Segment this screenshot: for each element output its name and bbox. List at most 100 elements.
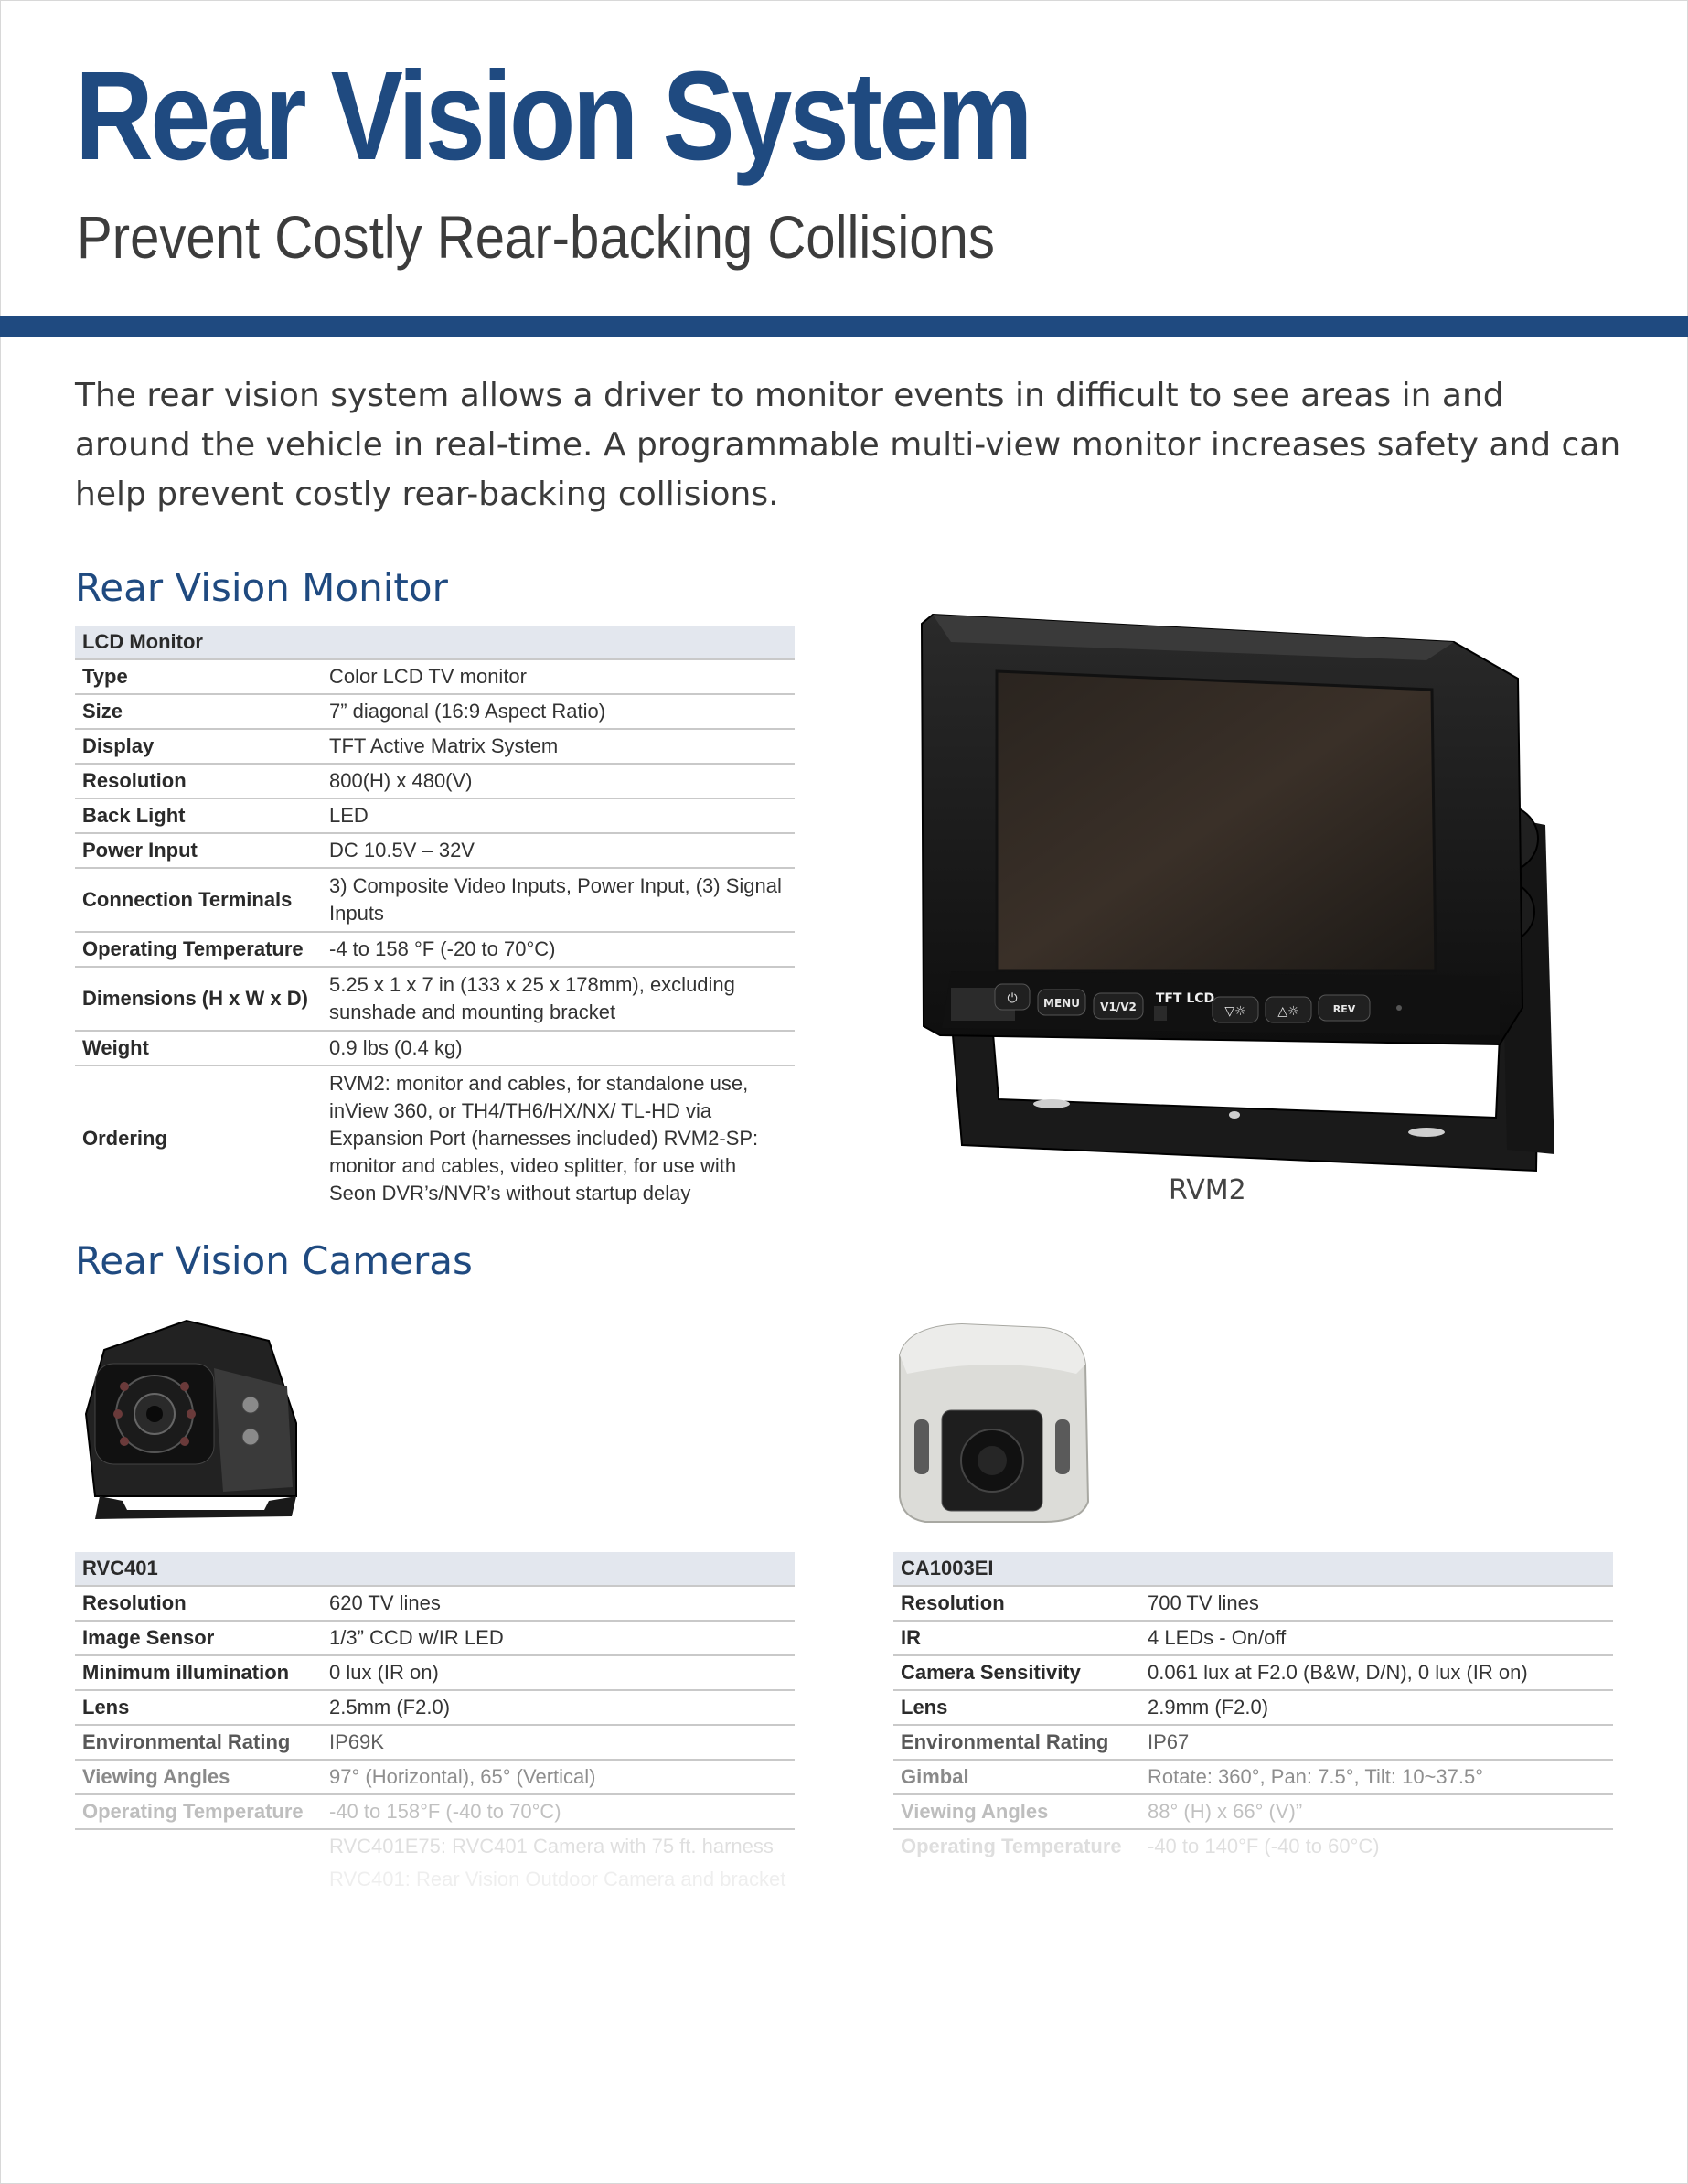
monitor-rev-label: REV — [1333, 1003, 1356, 1015]
spec-value: IP69K — [322, 1725, 796, 1761]
spec-label: Minimum illumination — [75, 1655, 322, 1691]
table-row: Operating Temperature-4 to 158 °F (-20 t… — [75, 932, 795, 968]
spec-label: Lens — [75, 1690, 322, 1726]
spec-value: RVM2: monitor and cables, for standalone… — [329, 1072, 759, 1204]
spec-value: 800(H) x 480(V) — [322, 764, 795, 799]
table-row: Operating Temperature-40 to 158°F (-40 t… — [75, 1794, 796, 1830]
spec-value: -40 to 158°F (-40 to 70°C) — [322, 1794, 796, 1830]
spec-label — [75, 1829, 322, 1863]
spec-label: Connection Terminals — [75, 868, 322, 933]
spec-value: LED — [322, 798, 795, 834]
cameras-section-heading: Rear Vision Cameras — [75, 1238, 473, 1283]
spec-label: Operating Temperature — [901, 1835, 1122, 1857]
spec-label: Operating Temperature — [75, 932, 322, 968]
monitor-image-caption: RVM2 — [1169, 1174, 1246, 1206]
spec-label: IR — [893, 1621, 1140, 1656]
spec-table-header: LCD Monitor — [75, 626, 795, 660]
spec-value: 88° (H) x 66° (V)” — [1140, 1794, 1614, 1830]
ca1003ei-camera-image — [899, 1322, 1090, 1523]
spec-value: 2.9mm (F2.0) — [1140, 1690, 1614, 1726]
spec-value: 0.061 lux at F2.0 (B&W, D/N), 0 lux (IR … — [1140, 1655, 1614, 1691]
spec-label: Gimbal — [893, 1760, 1140, 1795]
spec-label: Ordering — [82, 1127, 167, 1150]
monitor-v1v2-label: V1/V2 — [1100, 1001, 1137, 1013]
spec-label: Operating Temperature — [75, 1794, 322, 1830]
spec-label: Environmental Rating — [893, 1725, 1140, 1761]
spec-value: 4 LEDs - On/off — [1140, 1621, 1614, 1656]
spec-table-title: LCD Monitor — [75, 626, 795, 660]
spec-label: Viewing Angles — [893, 1794, 1140, 1830]
monitor-tft-lcd-label: TFT LCD — [1156, 991, 1214, 1006]
spec-value: 7” diagonal (16:9 Aspect Ratio) — [322, 694, 795, 730]
page-subtitle: Prevent Costly Rear-backing Collisions — [77, 203, 995, 271]
spec-label: Type — [75, 659, 322, 695]
spec-value: 5.25 x 1 x 7 in (133 x 25 x 178mm), excl… — [322, 967, 795, 1032]
svg-text:△☼: △☼ — [1277, 1004, 1298, 1019]
spec-label: Camera Sensitivity — [893, 1655, 1140, 1691]
spec-value: 97° (Horizontal), 65° (Vertical) — [322, 1760, 796, 1795]
spec-label: Resolution — [893, 1586, 1140, 1622]
spec-table-title: RVC401 — [75, 1552, 796, 1587]
spec-value: 0 lux (IR on) — [322, 1655, 796, 1691]
spec-value: -4 to 158 °F (-20 to 70°C) — [322, 932, 795, 968]
spec-value: RVC401: Rear Vision Outdoor Camera and b… — [329, 1868, 786, 1890]
spec-value: Rotate: 360°, Pan: 7.5°, Tilt: 10~37.5° — [1140, 1760, 1614, 1795]
spec-label: Environmental Rating — [75, 1725, 322, 1761]
table-row: Dimensions (H x W x D)5.25 x 1 x 7 in (1… — [75, 967, 795, 1032]
spec-value: IP67 — [1140, 1725, 1614, 1761]
spec-value: RVC401E75: RVC401 Camera with 75 ft. har… — [329, 1835, 774, 1857]
spec-value: -40 to 140°F (-40 to 60°C) — [1148, 1835, 1380, 1857]
spec-table-title: CA1003EI — [893, 1552, 1614, 1587]
spec-label: Resolution — [75, 764, 322, 799]
spec-label: Back Light — [75, 798, 322, 834]
spec-label: Display — [75, 729, 322, 765]
spec-label: Image Sensor — [75, 1621, 322, 1656]
spec-label: Viewing Angles — [75, 1760, 322, 1795]
spec-value: 1/3” CCD w/IR LED — [322, 1621, 796, 1656]
table-row: Ordering RVM2: monitor and cables, for st… — [75, 1065, 795, 1211]
spec-value: 0.9 lbs (0.4 kg) — [322, 1031, 795, 1066]
table-row: Operating Temperature -40 to 140°F (-40 t… — [893, 1829, 1613, 1863]
spec-label: Size — [75, 694, 322, 730]
spec-label — [75, 1863, 322, 1896]
spec-label: Lens — [893, 1690, 1140, 1726]
spec-table-header: CA1003EI — [893, 1552, 1614, 1587]
spec-label: Weight — [75, 1031, 322, 1066]
spec-label: Power Input — [75, 833, 322, 869]
spec-table-header: RVC401 — [75, 1552, 796, 1587]
rvc401-camera-image — [84, 1319, 297, 1519]
table-row: RVC401: Rear Vision Outdoor Camera and b… — [75, 1863, 795, 1896]
spec-label: Dimensions (H x W x D) — [75, 967, 322, 1032]
spec-value: 2.5mm (F2.0) — [322, 1690, 796, 1726]
svg-text:▽☼: ▽☼ — [1224, 1004, 1245, 1019]
spec-value: 3) Composite Video Inputs, Power Input, … — [322, 868, 795, 933]
spec-value: DC 10.5V – 32V — [322, 833, 795, 869]
svg-text:⏻: ⏻ — [1007, 991, 1017, 1006]
spec-value: Color LCD TV monitor — [322, 659, 795, 695]
monitor-section-heading: Rear Vision Monitor — [75, 565, 448, 610]
spec-value: TFT Active Matrix System — [322, 729, 795, 765]
page-title: Rear Vision System — [75, 46, 1033, 187]
